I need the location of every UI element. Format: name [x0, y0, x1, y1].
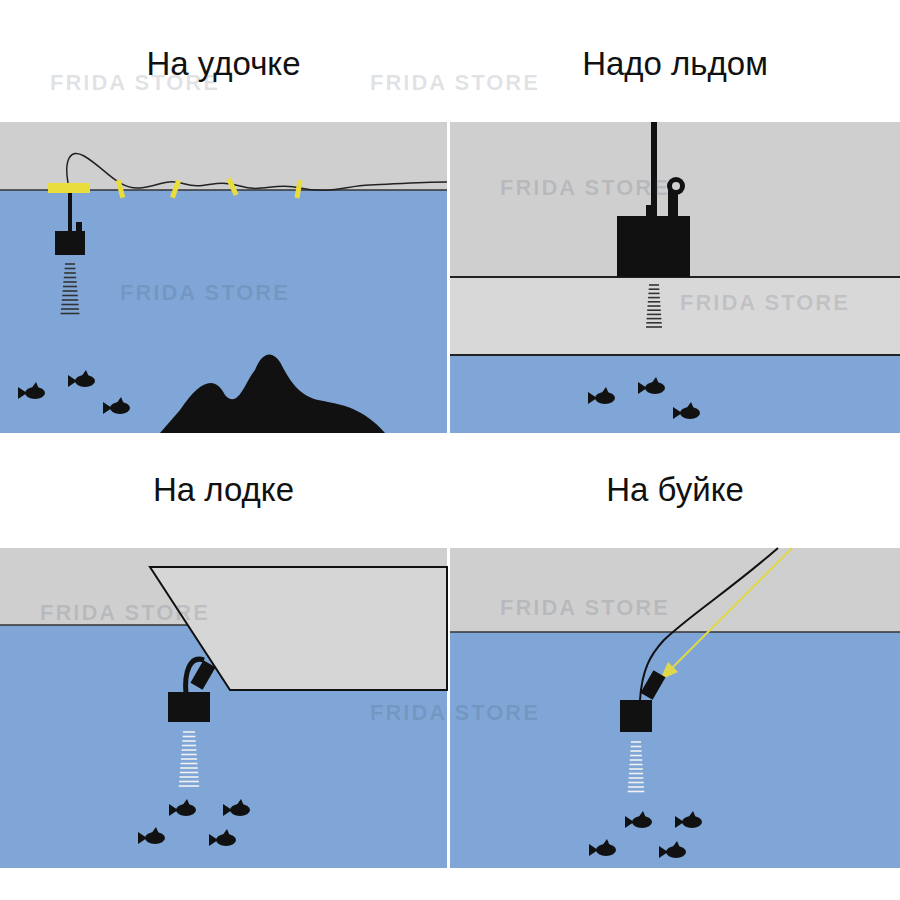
sonar-line	[630, 764, 643, 766]
sonar-line	[628, 786, 644, 788]
sonar-line	[629, 773, 643, 775]
panel-rod	[0, 122, 447, 433]
sonar-line	[630, 759, 642, 761]
fish	[625, 811, 652, 828]
sonar-line	[61, 304, 78, 306]
fish	[673, 402, 700, 419]
fish	[138, 827, 165, 844]
sonar-line	[628, 782, 643, 784]
panel-title: На буйке	[450, 470, 900, 510]
watermark: FRIDA STORE	[500, 595, 670, 621]
fish	[103, 397, 130, 414]
sonar-line	[183, 731, 195, 733]
sonar-line	[61, 308, 79, 310]
sonar-line	[648, 305, 661, 307]
watermark: FRIDA STORE	[50, 70, 220, 96]
sonar-line	[179, 781, 199, 783]
sonar-line	[648, 293, 659, 295]
sonar-line	[62, 295, 78, 297]
sonar-line	[63, 281, 76, 283]
sonar-line	[182, 749, 197, 751]
sonar-line	[180, 772, 198, 774]
sonar-waves	[61, 264, 662, 792]
watermark: FRIDA STORE	[120, 280, 290, 306]
sonar-line	[182, 745, 196, 747]
sonar-line	[62, 299, 78, 301]
sonar-line	[63, 286, 77, 288]
watermark: FRIDA STORE	[500, 175, 670, 201]
fish	[638, 377, 665, 394]
watermark: FRIDA STORE	[680, 290, 850, 316]
sonar-line	[180, 767, 198, 769]
sonar-line	[629, 777, 644, 779]
sonar-line	[181, 754, 197, 756]
sonar-line	[65, 268, 76, 270]
sonar-line	[181, 758, 197, 760]
fish	[659, 841, 686, 858]
sonar-line	[649, 288, 660, 290]
sonar-line	[631, 746, 642, 748]
sonar-line	[180, 776, 199, 778]
sonar-line	[64, 277, 76, 279]
fish	[589, 839, 616, 856]
sonar-line	[65, 263, 75, 265]
sonar-line	[647, 309, 661, 311]
fish	[588, 387, 615, 404]
sonar-line	[183, 736, 196, 738]
fish	[169, 799, 196, 816]
sonar-line	[63, 290, 78, 292]
sonar-line	[630, 755, 642, 757]
fish	[675, 811, 702, 828]
sonar-line	[646, 322, 661, 324]
watermark: FRIDA STORE	[370, 70, 540, 96]
sonar-line	[629, 768, 643, 770]
fish	[18, 382, 45, 399]
fish	[223, 799, 250, 816]
sonar-line	[181, 763, 198, 765]
panel-ice	[450, 122, 900, 433]
sonar-line	[64, 272, 76, 274]
sonar-line	[182, 740, 195, 742]
panel-heading-box: На буйке	[450, 470, 900, 516]
watermark: FRIDA STORE	[370, 700, 540, 726]
watermark: FRIDA STORE	[40, 600, 210, 626]
fish	[68, 370, 95, 387]
sonar-line	[630, 750, 641, 752]
sonar-line	[631, 741, 641, 743]
sonar-line	[647, 318, 662, 320]
sonar-line	[61, 313, 80, 315]
sonar-line	[179, 785, 199, 787]
fish-group	[18, 370, 702, 858]
panel-title: На лодке	[0, 470, 447, 510]
sonar-line	[628, 791, 645, 793]
sonar-line	[648, 301, 660, 303]
sonar-line	[649, 284, 659, 286]
sonar-line	[647, 314, 661, 316]
fish	[209, 829, 236, 846]
panel-heading-box: На лодке	[0, 470, 447, 516]
sonar-line	[646, 326, 662, 328]
sonar-line	[648, 297, 660, 299]
